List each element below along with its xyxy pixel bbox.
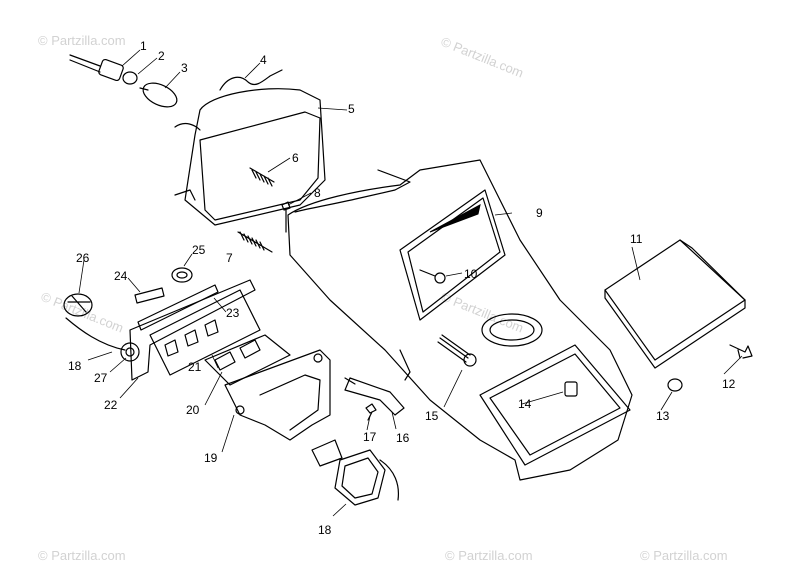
watermark-mid-left: © Partzilla.com [39, 289, 126, 336]
headlight-socket-assembly [69, 54, 178, 108]
retaining-clip [219, 69, 283, 91]
callout-19: 19 [204, 451, 218, 465]
watermark-layer: © Partzilla.com © Partzilla.com © Partzi… [38, 33, 728, 563]
front-console-hood [287, 159, 633, 481]
watermark-top-right: © Partzilla.com [439, 34, 526, 81]
callout-18-wire: 18 [68, 359, 82, 373]
grommet [667, 378, 683, 392]
ignition-nut [120, 342, 140, 362]
callout-1: 1 [140, 39, 147, 53]
callout-16: 16 [396, 431, 410, 445]
callout-27: 27 [94, 371, 108, 385]
watermark-top-left: © Partzilla.com [38, 33, 126, 48]
watermark-bottom-left: © Partzilla.com [38, 548, 126, 563]
callout-11: 11 [630, 232, 643, 246]
access-cover-plate [604, 239, 746, 369]
small-screw [365, 403, 377, 421]
callout-21: 21 [188, 360, 202, 374]
switch-housing [149, 289, 261, 376]
callout-9: 9 [536, 206, 543, 220]
gasket-strip [137, 284, 219, 331]
callout-2: 2 [158, 49, 165, 63]
housing-frame [129, 279, 256, 381]
console-latch [564, 381, 578, 397]
long-bolt [437, 334, 477, 367]
callout-18-bottom: 18 [318, 523, 332, 537]
callout-5: 5 [348, 102, 355, 116]
callout-20: 20 [186, 403, 200, 417]
switch-block [204, 334, 291, 386]
callout-4: 4 [260, 53, 267, 67]
callout-23: 23 [226, 306, 240, 320]
mounting-screw [281, 201, 291, 233]
callout-15: 15 [425, 409, 439, 423]
callout-25: 25 [192, 243, 206, 257]
ignition-wire [65, 317, 126, 351]
callout-6: 6 [292, 151, 299, 165]
ignition-switch-connector [311, 439, 400, 506]
callout-26: 26 [76, 251, 90, 265]
switch-knob [171, 267, 193, 283]
switch-mounting-bracket [224, 349, 331, 441]
callout-3: 3 [181, 61, 188, 75]
callout-7: 7 [226, 251, 233, 265]
adjuster-spring [249, 167, 275, 187]
callout-14: 14 [518, 397, 532, 411]
callout-17: 17 [363, 430, 377, 444]
callout-13: 13 [656, 409, 670, 423]
callout-8: 8 [314, 186, 321, 200]
callout-24: 24 [114, 269, 128, 283]
quarter-turn-fastener [729, 344, 753, 359]
console-screw [419, 269, 446, 284]
wire-connector [344, 377, 405, 416]
label-plate [134, 287, 165, 304]
headlight-housing [174, 88, 326, 226]
callout-22: 22 [104, 398, 118, 412]
lower-adjuster-spring [237, 231, 273, 253]
callout-numbers: 1 2 3 4 5 6 7 8 9 10 11 12 13 14 15 16 1… [68, 39, 736, 537]
watermark-bottom-center: © Partzilla.com [445, 548, 533, 563]
callout-10: 10 [464, 267, 478, 281]
ignition-knob [63, 293, 93, 317]
callout-12: 12 [722, 377, 736, 391]
leader-lines [78, 49, 743, 517]
watermark-bottom-right: © Partzilla.com [640, 548, 728, 563]
